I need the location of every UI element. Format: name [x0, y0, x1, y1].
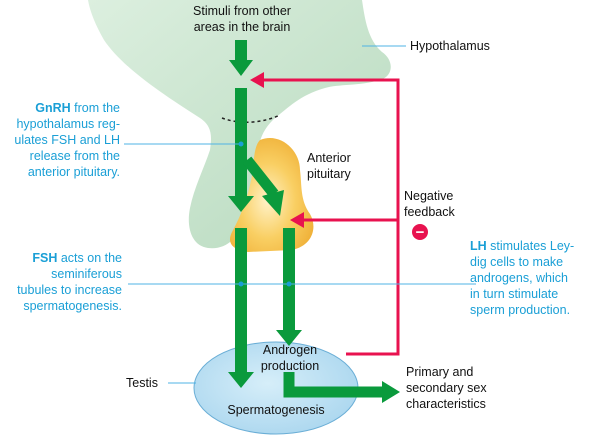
hypothalamus-label: Hypothalamus	[410, 39, 490, 53]
gnrh-callout-dot	[238, 141, 244, 147]
sex-characteristics-label-line1: Primary and	[406, 365, 473, 379]
gnrh-note-line5: anterior pituitary.	[28, 165, 120, 179]
fsh-note-line1: FSH acts on the	[32, 251, 122, 265]
fsh-note-line3: tubules to increase	[17, 283, 122, 297]
sex-characteristics-label-line2: secondary sex	[406, 381, 487, 395]
sex-characteristics-label-line3: characteristics	[406, 397, 486, 411]
androgen-label-line1: Androgen	[263, 343, 317, 357]
negative-feedback-label-line2: feedback	[404, 205, 455, 219]
gnrh-note-line2: hypothalamus reg-	[16, 117, 120, 131]
sex-characteristics-arrowhead	[382, 381, 400, 403]
androgen-to-sex-characteristics-shaft	[283, 372, 384, 398]
gnrh-note-line1: GnRH from the	[35, 101, 120, 115]
anterior-pituitary-label-line2: pituitary	[307, 167, 352, 181]
lh-note-line4: in turn stimulate	[470, 287, 558, 301]
hypothalamus-pituitary-boundary	[221, 115, 279, 123]
lh-note-line1: LH stimulates Ley-	[470, 239, 574, 253]
testis-label: Testis	[126, 376, 158, 390]
feedback-arrowhead-pituitary	[290, 212, 304, 228]
feedback-arrowhead-hypothalamus	[250, 72, 264, 88]
stimuli-label-line1: Stimuli from other	[193, 4, 291, 18]
gnrh-arrowhead	[228, 196, 254, 212]
lh-note-line5: sperm production.	[470, 303, 570, 317]
lh-note-line3: androgens, which	[470, 271, 568, 285]
androgen-label-line2: production	[261, 359, 319, 373]
negative-feedback-label-line1: Negative	[404, 189, 453, 203]
lh-arrowhead	[276, 330, 302, 346]
negative-feedback-minus	[412, 224, 428, 240]
gnrh-branch-to-pituitary	[242, 156, 279, 198]
fsh-note-line2: seminiferous	[51, 267, 122, 281]
gnrh-branch-arrowhead	[262, 190, 284, 216]
minus-sign: −	[416, 224, 425, 241]
stimulus-arrow-shaft	[235, 40, 247, 62]
gnrh-note-line4: release from the	[30, 149, 120, 163]
fsh-arrowhead	[228, 372, 254, 388]
lh-callout-dot	[286, 281, 292, 287]
stimuli-label-line2: areas in the brain	[194, 20, 291, 34]
fsh-arrow-shaft	[235, 228, 247, 376]
stimulus-arrowhead	[229, 60, 253, 76]
fsh-note-line4: spermatogenesis.	[23, 299, 122, 313]
fsh-callout-dot	[238, 281, 244, 287]
lh-note-line2: dig cells to make	[470, 255, 563, 269]
lh-arrow-shaft	[283, 228, 295, 334]
anterior-pituitary-label-line1: Anterior	[307, 151, 351, 165]
gnrh-note-line3: ulates FSH and LH	[14, 133, 120, 147]
spermatogenesis-label: Spermatogenesis	[227, 403, 324, 417]
feedback-line-to-hypothalamus	[262, 78, 400, 356]
